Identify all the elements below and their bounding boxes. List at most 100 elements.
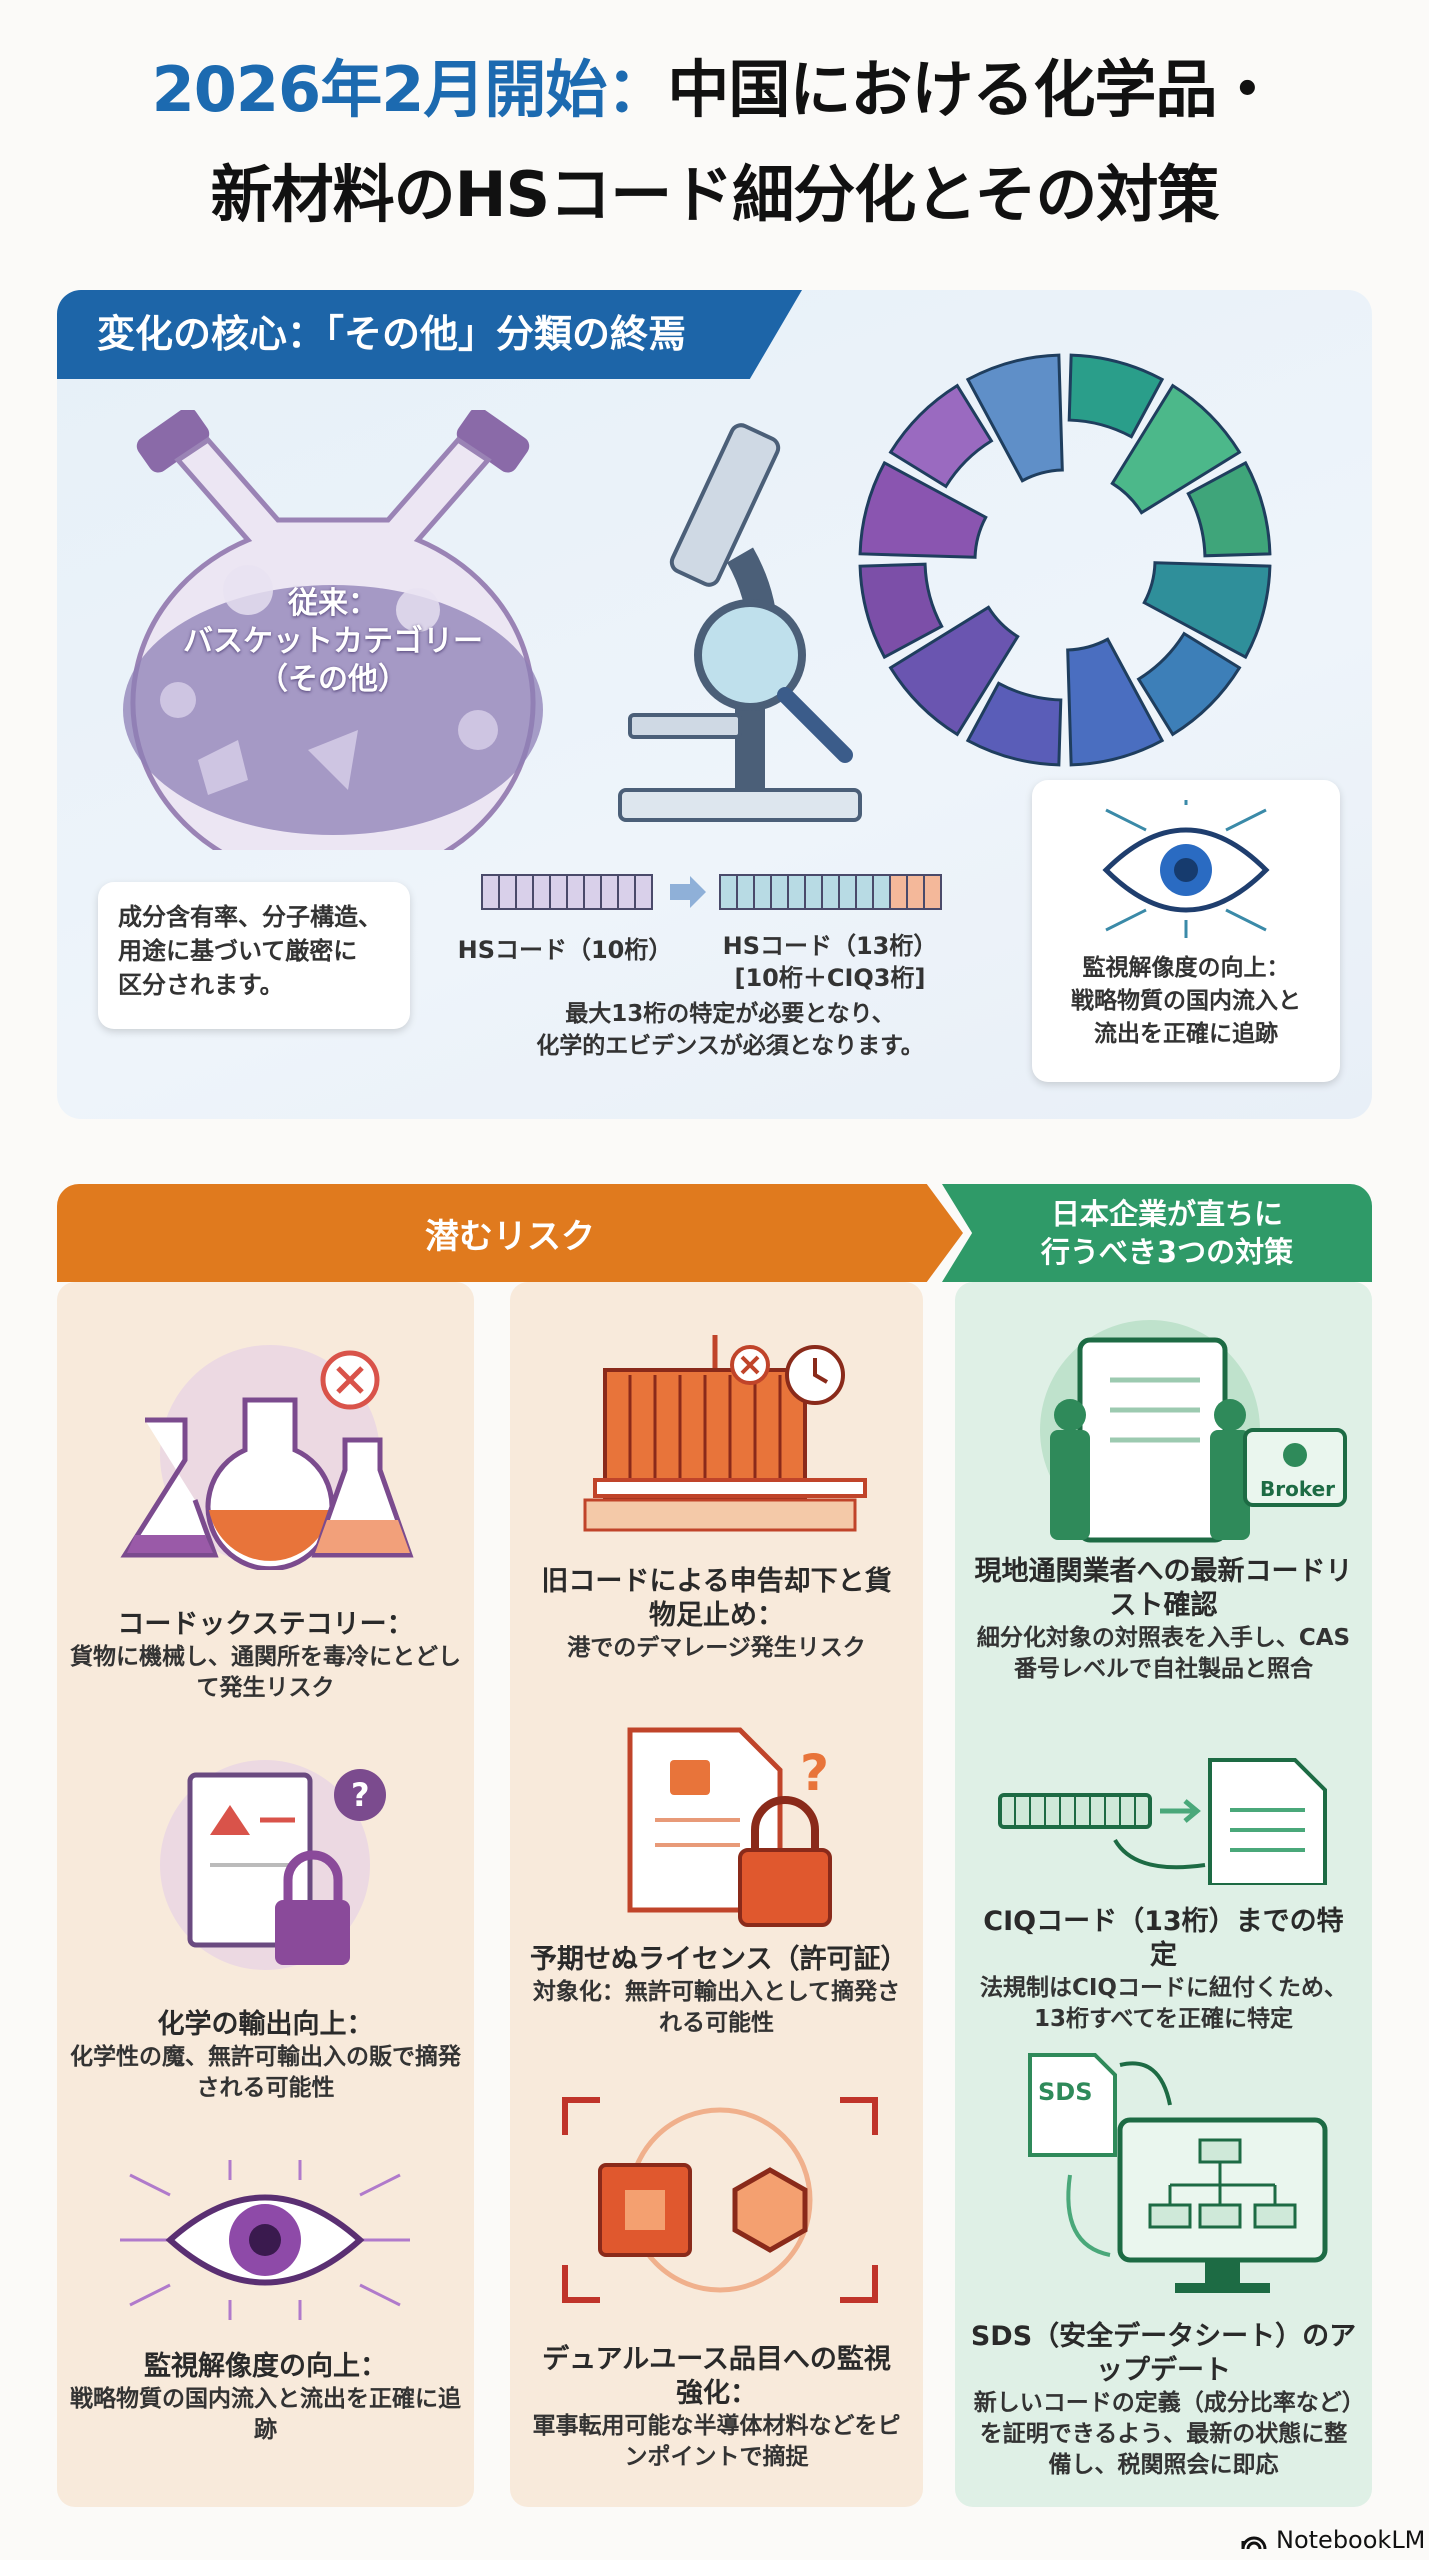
code-digit-old xyxy=(600,874,619,910)
callout-line: 用途に基づいて厳密に xyxy=(118,937,358,965)
arrow-right-icon xyxy=(670,876,706,908)
code-digit-old xyxy=(498,874,517,910)
risk-item-desc: 化学性の魔、無許可輸出入の販で摘発される可能性 xyxy=(70,2044,461,2101)
surveillance-eye-icon xyxy=(120,2160,410,2320)
wheel-segment xyxy=(888,383,994,489)
document-lock-icon: ? xyxy=(160,1760,386,1970)
code-new-sub: [10桁＋CIQ3桁] xyxy=(734,964,926,992)
broker-handshake-icon: Broker xyxy=(1040,1320,1347,1543)
action-item: CIQコード（13桁）までの特定法規制はCIQコードに紐付くため、13桁すべてを… xyxy=(970,1905,1357,2035)
broker-label: Broker xyxy=(1260,1477,1335,1501)
wheel-segment xyxy=(1067,353,1165,439)
page-title-line2: 新材料のHSコード細分化とその対策 xyxy=(210,158,1220,231)
callout-line: 成分含有率、分子構造、 xyxy=(118,903,382,931)
risk-item-desc: 戦略物質の国内流入と流出を正確に追跡 xyxy=(70,2386,461,2443)
code-digit-hs xyxy=(719,874,738,910)
code-digit-old xyxy=(634,874,653,910)
risk-item: 化学の輸出向上： 化学性の魔、無許可輸出入の販で摘発される可能性 xyxy=(67,2008,464,2104)
risk-item-title: 化学の輸出向上： xyxy=(157,2009,374,2040)
code-digit-hs xyxy=(855,874,874,910)
code-digit-old xyxy=(617,874,636,910)
risk-item-desc: 港でのデマレージ発生リスク xyxy=(567,1635,866,1661)
code-digit-old xyxy=(583,874,602,910)
risk-item: デュアルユース品目への監視強化：軍事転用可能な半導体材料などをピンポイントで摘捉 xyxy=(530,2343,903,2473)
actions-header: 日本企業が直ちに 行うべき3つの対策 xyxy=(942,1184,1372,1282)
risk-item-title: 監視解像度の向上： xyxy=(144,2351,387,2382)
notebooklm-logo: NotebookLM xyxy=(1240,2526,1425,2554)
code-new-label: HSコード（13桁） [10桁＋CIQ3桁] xyxy=(705,930,955,994)
action-item-desc: 法規制はCIQコードに紐付くため、13桁すべてを正確に特定 xyxy=(980,1975,1347,2032)
risk-item-title: コードックステコリー： xyxy=(117,1609,414,1640)
eye-callout-line: 戦略物質の国内流入と xyxy=(1071,988,1301,1014)
code-new-title: HSコード（13桁） xyxy=(722,932,938,960)
svg-text:?: ? xyxy=(351,1776,370,1814)
action-item: SDS（安全データシート）のアップデート新しいコードの定義（成分比率など）を証明… xyxy=(970,2320,1357,2481)
code-digit-ciq xyxy=(906,874,925,910)
risk-item-title: 旧コードによる申告却下と貨物足止め： xyxy=(541,1566,892,1631)
code-digit-hs xyxy=(804,874,823,910)
actions-header-line: 日本企業が直ちに xyxy=(1050,1197,1283,1231)
port-container-barrier-icon xyxy=(583,1335,867,1532)
action-item-title: 現地通関業者への最新コードリスト確認 xyxy=(974,1556,1353,1621)
wheel-segment xyxy=(1186,460,1272,558)
sds-monitor-icon: SDS xyxy=(1028,2053,1328,2293)
wheel-segment xyxy=(1136,631,1242,737)
wheel-segment xyxy=(888,605,1020,737)
risk-item-desc: 対象化：無許可輸出入として摘発される可能性 xyxy=(532,1979,901,2036)
code-digit-hs xyxy=(787,874,806,910)
risk-item: コードックステコリー： 貨物に機械し、通関所を毒冷にとどして発生リスク xyxy=(67,1608,464,1704)
classification-wheel xyxy=(858,353,1272,767)
page-title-line1: 2026年2月開始：中国における化学品・ xyxy=(0,40,1429,140)
core-change-header: 変化の核心：「その他」分類の終焉 xyxy=(57,290,802,379)
dual-use-target-icon xyxy=(562,2097,878,2303)
code-digit-old xyxy=(532,874,551,910)
risk-item-desc: 軍事転用可能な半導体材料などをピンポイントで摘捉 xyxy=(532,2413,901,2470)
eye-callout-line: 監視解像度の向上： xyxy=(1082,955,1290,981)
code-digit-old xyxy=(481,874,500,910)
caption-line: 化学的エビデンスが必須となります。 xyxy=(536,1033,924,1059)
flask-callout: 成分含有率、分子構造、 用途に基づいて厳密に 区分されます。 xyxy=(98,882,410,1029)
code-digit-old xyxy=(549,874,568,910)
action-item-desc: 新しいコードの定義（成分比率など）を証明できるよう、最新の状態に整備し、税関照会… xyxy=(973,2390,1354,2478)
code-digit-ciq xyxy=(923,874,942,910)
code-digit-ciq xyxy=(889,874,908,910)
sds-label: SDS xyxy=(1038,2078,1093,2106)
eye-callout-line: 流出を正確に追跡 xyxy=(1094,1021,1278,1047)
code-digit-hs xyxy=(753,874,772,910)
wheel-segment xyxy=(858,460,988,559)
risk-item: 監視解像度の向上： 戦略物質の国内流入と流出を正確に追跡 xyxy=(67,2350,464,2446)
flasks-error-icon xyxy=(120,1345,414,1570)
wheel-segment xyxy=(1142,561,1272,660)
title-highlight: 2026年2月開始： xyxy=(151,53,669,126)
code-digit-old xyxy=(515,874,534,910)
title-rest: 中国における化学品・ xyxy=(667,53,1278,126)
risk-item-desc: 貨物に機械し、通関所を毒冷にとどして発生リスク xyxy=(70,1644,461,1701)
actions-header-line: 行うべき3つの対策 xyxy=(1040,1235,1294,1269)
risk-item-title: 予期せぬライセンス（許可証） xyxy=(530,1944,908,1975)
svg-text:?: ? xyxy=(800,1744,829,1802)
ciq-code-document-icon xyxy=(998,1758,1327,1885)
code-digit-old xyxy=(566,874,585,910)
code-digit-hs xyxy=(770,874,789,910)
flask-label-line: バスケットカテゴリー xyxy=(183,624,483,659)
flask-label: 従来： バスケットカテゴリー （その他） xyxy=(158,585,508,699)
wheel-segment xyxy=(1066,637,1165,767)
wheel-segment xyxy=(1110,383,1242,515)
action-item: 現地通関業者への最新コードリスト確認細分化対象の対照表を入手し、CAS番号レベル… xyxy=(970,1555,1357,1685)
wheel-segment xyxy=(965,353,1064,483)
flask-label-line: （その他） xyxy=(258,662,408,697)
risk-item: 予期せぬライセンス（許可証） 対象化：無許可輸出入として摘発される可能性 xyxy=(530,1943,907,2039)
flask-icon xyxy=(123,410,543,850)
wheel-segment xyxy=(858,562,944,660)
hs-code-bars xyxy=(481,874,942,910)
eye-circuit-icon xyxy=(1102,800,1270,938)
risk-item: 旧コードによる申告却下と貨物足止め： 港でのデマレージ発生リスク xyxy=(530,1565,903,1664)
action-item-title: SDS（安全データシート）のアップデート xyxy=(970,2321,1357,2386)
code-digit-hs xyxy=(838,874,857,910)
code-digit-hs xyxy=(872,874,891,910)
brand-name: NotebookLM xyxy=(1276,2526,1426,2554)
risk-header: 潜むリスク xyxy=(57,1184,963,1282)
callout-line: 区分されます。 xyxy=(118,971,284,999)
code-old-label: HSコード（10桁） xyxy=(457,936,673,964)
microscope-icon xyxy=(618,423,862,822)
